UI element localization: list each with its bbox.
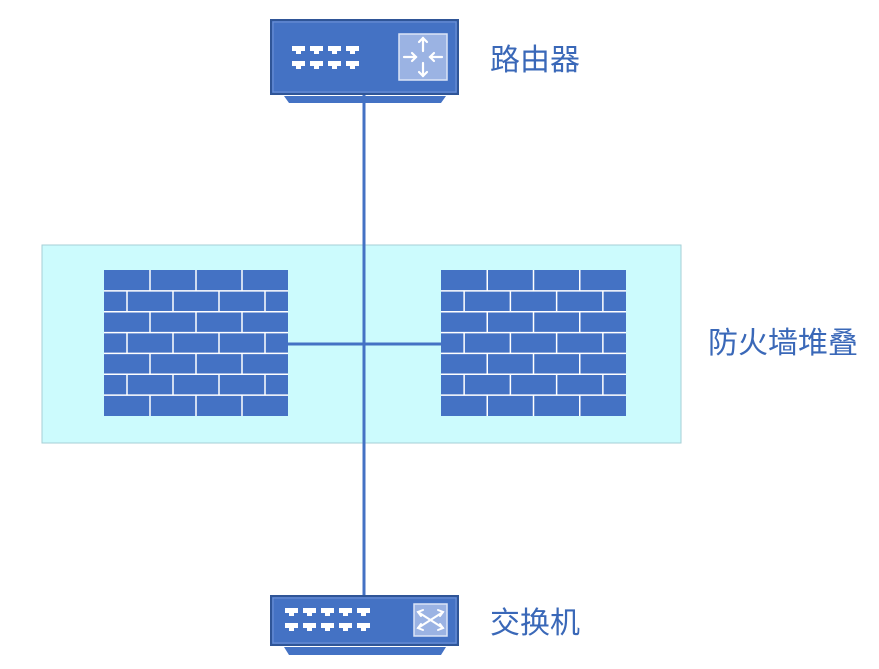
firewall-icon [441, 270, 626, 416]
port-icon [310, 46, 323, 54]
port-icon [346, 61, 359, 69]
switch-ports [285, 608, 370, 631]
port-icon [310, 61, 323, 69]
router-label: 路由器 [490, 43, 580, 78]
router-ports [292, 46, 359, 69]
switch-label: 交换机 [490, 606, 580, 641]
port-icon [303, 608, 316, 616]
firewall-stack-label: 防火墙堆叠 [708, 326, 858, 361]
port-icon [321, 608, 334, 616]
port-icon [328, 61, 341, 69]
port-icon [285, 623, 298, 631]
port-icon [357, 623, 370, 631]
port-icon [328, 46, 341, 54]
port-icon [303, 623, 316, 631]
port-icon [357, 608, 370, 616]
port-icon [346, 46, 359, 54]
port-icon [285, 608, 298, 616]
port-icon [339, 623, 352, 631]
firewall-icon [104, 270, 288, 416]
switch-icon [270, 595, 459, 655]
router-icon [270, 19, 459, 103]
port-icon [292, 46, 305, 54]
port-icon [292, 61, 305, 69]
port-icon [321, 623, 334, 631]
port-icon [339, 608, 352, 616]
